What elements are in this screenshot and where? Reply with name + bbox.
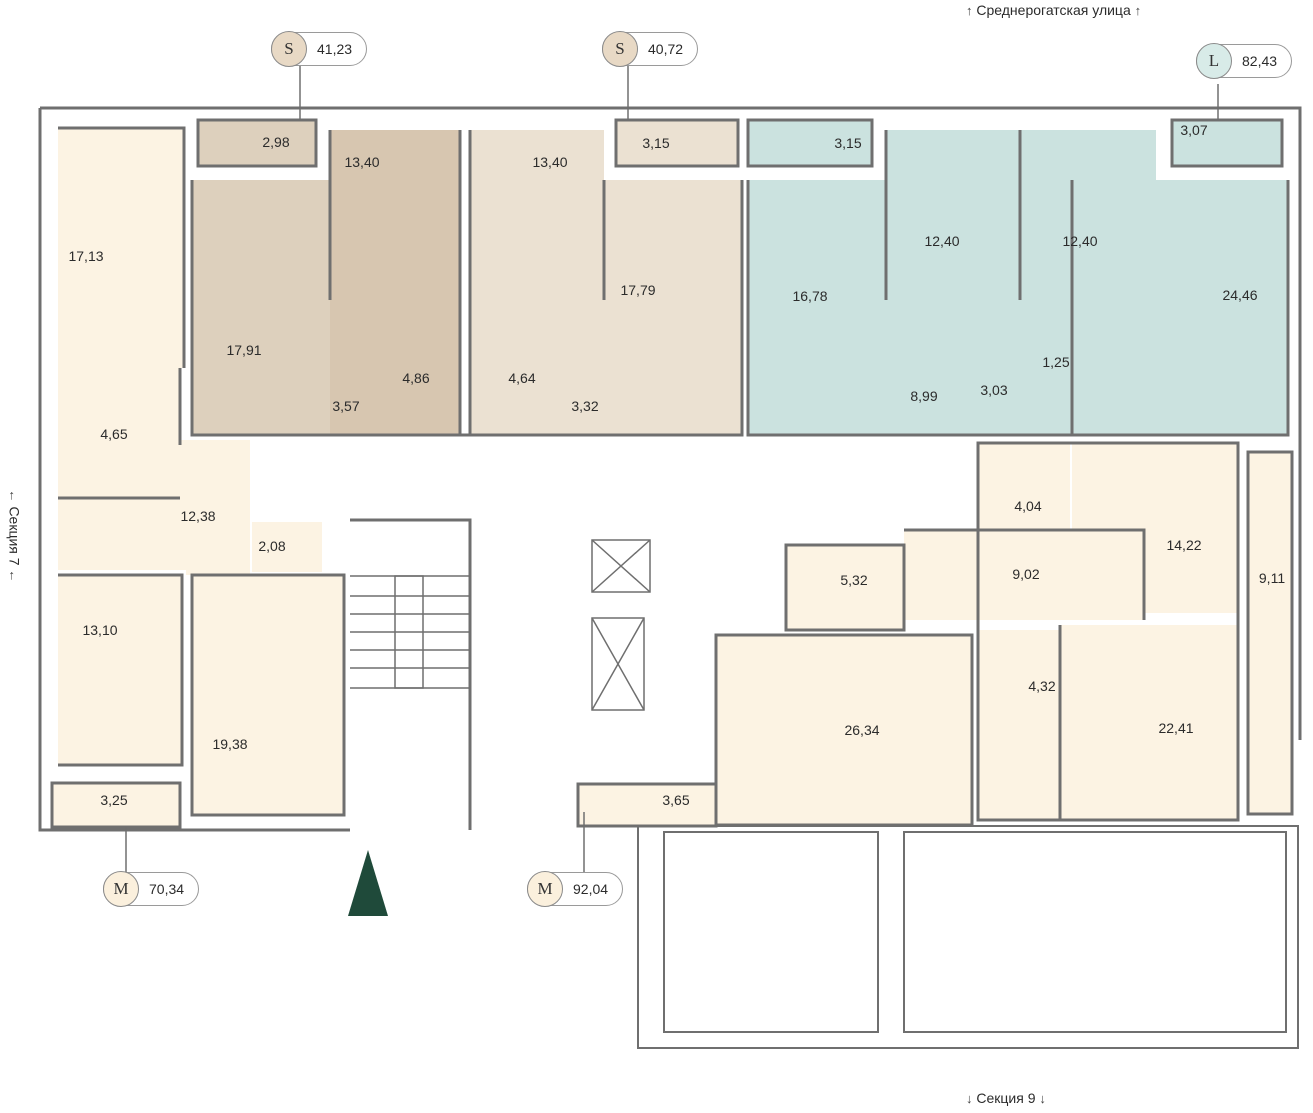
apartment-l[interactable]	[748, 120, 1288, 435]
apartment-tag-m-70[interactable]: M 70,34	[103, 871, 200, 907]
room-area: 3,03	[980, 382, 1008, 398]
room-area: 24,46	[1222, 287, 1258, 303]
room-area: 3,25	[100, 792, 128, 808]
room-area: 12,40	[924, 233, 960, 249]
section-label-west: ← Секция 7 ←	[6, 489, 23, 583]
room-area: 4,64	[508, 370, 536, 386]
room-area: 17,13	[68, 248, 104, 264]
room-area: 3,15	[834, 135, 862, 151]
apartment-tag-s-41[interactable]: S 41,23	[271, 31, 368, 67]
courtyard-outline	[637, 825, 1299, 1049]
room-area: 13,40	[532, 154, 568, 170]
courtyard-inner-right	[903, 831, 1287, 1033]
apartment-type-badge: S	[271, 31, 307, 67]
apartment-tag-l[interactable]: L 82,43	[1196, 43, 1293, 79]
apartment-total-area: 41,23	[317, 41, 353, 57]
walls	[38, 106, 1302, 832]
room-area: 9,11	[1258, 570, 1286, 586]
elevators	[591, 539, 651, 711]
room-area: 1,25	[1042, 354, 1070, 370]
arrow-left-icon: ←	[6, 489, 22, 503]
apartment-total-area: 82,43	[1242, 53, 1278, 69]
apartment-total-area: 40,72	[648, 41, 684, 57]
apartment-total-area: 70,34	[149, 881, 185, 897]
apartment-s-41[interactable]	[192, 120, 460, 435]
room-area: 26,34	[844, 722, 880, 738]
room-area: 13,10	[82, 622, 118, 638]
section-label-south: ↓ Секция 9 ↓	[966, 1090, 1046, 1106]
apartment-m-right[interactable]	[578, 443, 1292, 826]
apartment-total-area: 92,04	[573, 881, 609, 897]
room-area: 12,40	[1062, 233, 1098, 249]
room-area: 2,98	[262, 134, 290, 150]
north-arrow-icon	[348, 850, 388, 916]
room-area: 3,57	[332, 398, 360, 414]
apartment-tag-s-40[interactable]: S 40,72	[602, 31, 699, 67]
room-area: 13,40	[344, 154, 380, 170]
room-area: 4,04	[1014, 498, 1042, 514]
apartment-tag-m-92[interactable]: M 92,04	[527, 871, 624, 907]
stairwell	[350, 575, 470, 689]
apartment-type-badge: M	[103, 871, 139, 907]
room-area: 17,91	[226, 342, 262, 358]
arrow-up-icon: ↑	[1134, 3, 1142, 18]
room-area: 3,32	[571, 398, 599, 414]
room-area: 4,32	[1028, 678, 1056, 694]
room-area: 16,78	[792, 288, 828, 304]
apartment-type-badge: M	[527, 871, 563, 907]
street-label-north: ↑ Среднерогатская улица ↑	[966, 2, 1142, 18]
room-area: 22,41	[1158, 720, 1194, 736]
room-area: 19,38	[212, 736, 248, 752]
room-area: 2,08	[258, 538, 286, 554]
room-area: 5,32	[840, 572, 868, 588]
apartment-m-left[interactable]	[52, 128, 344, 827]
arrow-down-icon: ↓	[966, 1091, 973, 1106]
arrow-left-icon: ←	[6, 569, 22, 583]
room-area: 4,86	[402, 370, 430, 386]
room-area: 14,22	[1166, 537, 1202, 553]
apartment-type-badge: L	[1196, 43, 1232, 79]
apartment-type-badge: S	[602, 31, 638, 67]
apartment-s-40[interactable]	[470, 120, 742, 435]
room-area: 3,65	[662, 792, 690, 808]
courtyard-inner-left	[663, 831, 879, 1033]
arrow-up-icon: ↑	[966, 3, 973, 18]
arrow-down-icon: ↓	[1039, 1091, 1046, 1106]
room-area: 3,15	[642, 135, 670, 151]
room-area: 9,02	[1012, 566, 1040, 582]
room-area: 8,99	[910, 388, 938, 404]
room-area: 17,79	[620, 282, 656, 298]
room-area: 3,07	[1180, 122, 1208, 138]
room-area: 4,65	[100, 426, 128, 442]
room-area: 12,38	[180, 508, 216, 524]
